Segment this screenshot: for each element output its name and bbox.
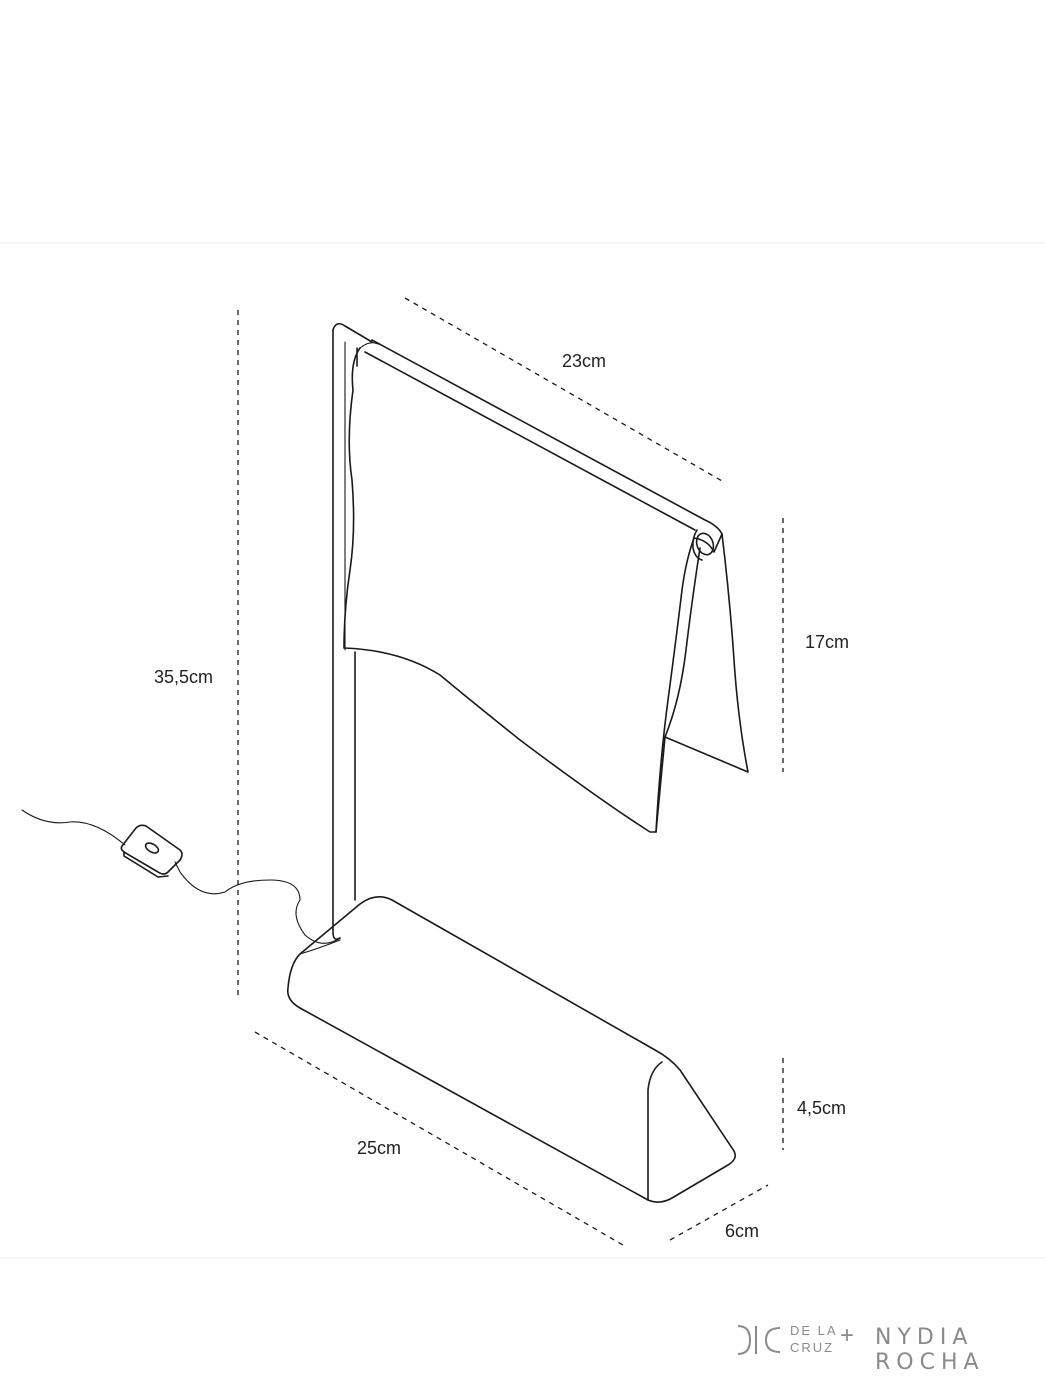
dlc-logo-icon bbox=[737, 1325, 781, 1355]
dim-line-width-top bbox=[404, 297, 723, 482]
brand-dlc-line1: DE LA bbox=[790, 1323, 838, 1338]
lamp-fabric-shade bbox=[343, 342, 749, 833]
lamp-top-bar bbox=[364, 339, 723, 535]
brand-partner-name: NYDIA ROCHA bbox=[875, 1325, 985, 1375]
dim-label-height-total: 35,5cm bbox=[154, 667, 214, 687]
brand-dlc-line2: CRUZ bbox=[790, 1340, 835, 1355]
dim-label-width-top: 23cm bbox=[562, 351, 607, 371]
dim-line-base-length bbox=[254, 1031, 624, 1246]
dim-label-base-length: 25cm bbox=[357, 1138, 402, 1158]
inline-switch bbox=[120, 824, 183, 878]
lamp-base bbox=[286, 896, 736, 1203]
brand-plus: + bbox=[840, 1322, 855, 1349]
dim-label-base-height: 4,5cm bbox=[797, 1098, 847, 1118]
lamp-cable bbox=[21, 809, 341, 944]
dim-line-base-depth bbox=[669, 1184, 769, 1241]
lamp-stem bbox=[332, 322, 373, 940]
dim-label-shade-height: 17cm bbox=[805, 632, 850, 652]
dim-label-base-depth: 6cm bbox=[725, 1221, 760, 1241]
